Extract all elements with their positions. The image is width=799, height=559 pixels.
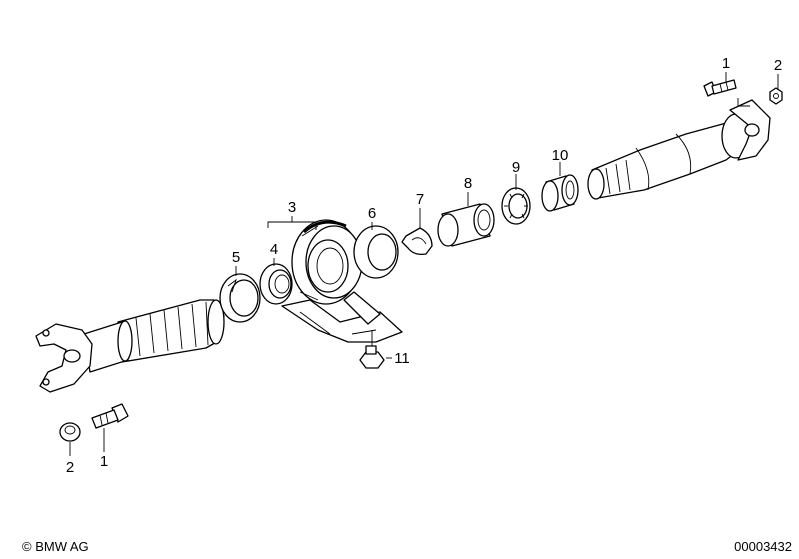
dust-seal-ring bbox=[219, 273, 261, 323]
callout-5: 5 bbox=[232, 249, 240, 266]
top-bolt bbox=[703, 79, 737, 97]
circlip bbox=[401, 227, 433, 256]
callout-2-top: 2 bbox=[774, 57, 782, 74]
sealing-ring bbox=[353, 225, 399, 279]
drawing-number: 00003432 bbox=[734, 539, 792, 554]
callout-1-top: 1 bbox=[722, 55, 730, 72]
callout-10: 10 bbox=[552, 147, 569, 164]
centre-mount bbox=[281, 219, 403, 343]
front-shaft-with-yoke bbox=[35, 299, 225, 393]
callout-11: 11 bbox=[394, 350, 410, 367]
callout-8: 8 bbox=[464, 175, 472, 192]
grooved-ball-bearing bbox=[259, 263, 293, 305]
bracket-nut bbox=[359, 330, 385, 369]
bushing bbox=[541, 174, 579, 212]
callout-6: 6 bbox=[368, 205, 376, 222]
callout-9: 9 bbox=[512, 159, 520, 176]
serrated-ring bbox=[501, 187, 531, 225]
callout-7: 7 bbox=[416, 191, 424, 208]
leader-lines bbox=[69, 72, 779, 456]
copyright-label: © BMW AG bbox=[22, 539, 89, 554]
sleeve bbox=[437, 203, 495, 247]
bottom-nut bbox=[59, 422, 81, 442]
callout-3: 3 bbox=[288, 199, 296, 216]
callout-1-bottom: 1 bbox=[100, 453, 108, 470]
top-nut bbox=[769, 87, 783, 105]
callout-4: 4 bbox=[270, 241, 278, 258]
bottom-bolt bbox=[91, 403, 129, 429]
callout-2-bottom: 2 bbox=[66, 459, 74, 476]
rear-shaft-with-yoke bbox=[587, 99, 771, 200]
